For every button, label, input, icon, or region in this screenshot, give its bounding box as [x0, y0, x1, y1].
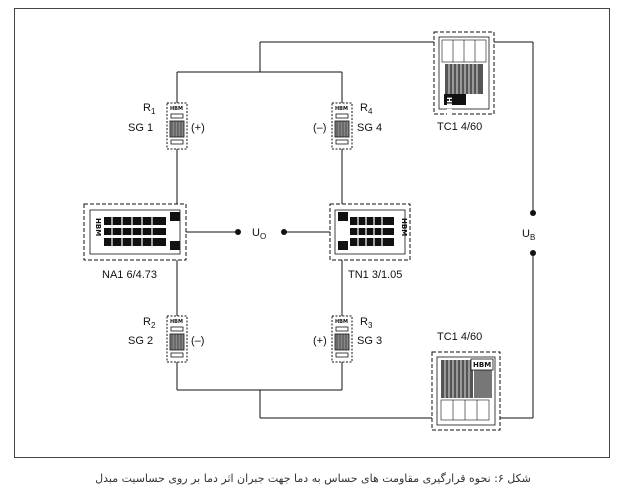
wires [176, 41, 534, 419]
uo-terminal-left [235, 229, 241, 235]
strain-gauge-r4: HBM [331, 102, 353, 150]
tc1-top-element: HBM [433, 31, 495, 115]
strain-gauge-r1: HBM [166, 102, 188, 150]
tn1-brand-text: HBM [400, 218, 408, 236]
label-sg1: SG 1 [128, 122, 153, 134]
tc1-bottom-element: HBM [431, 351, 501, 431]
label-sg4-sign: (–) [313, 122, 326, 134]
tc1-top-brand-text: HBM [445, 97, 453, 115]
uo-terminal-right [281, 229, 287, 235]
label-r2: R2 [143, 316, 156, 330]
r1-brand-text: HBM [170, 106, 183, 112]
r4-brand-text: HBM [335, 106, 348, 112]
r3-brand-text: HBM [335, 319, 348, 325]
ub-terminal-top [530, 210, 536, 216]
figure-frame [14, 8, 610, 458]
r2-brand-text: HBM [170, 319, 183, 325]
label-r1: R1 [143, 102, 156, 116]
strain-gauge-r3: HBM [331, 315, 353, 363]
label-uo: UO [252, 227, 266, 241]
label-tc1-top: TC1 4/60 [437, 121, 482, 133]
terminals [235, 210, 536, 256]
strain-gauge-r2: HBM [166, 315, 188, 363]
figure-caption: شکل ۶: نحوه قرارگیری مقاومت های حساس به … [95, 472, 531, 485]
label-r4: R4 [360, 102, 373, 116]
label-sg3: SG 3 [357, 335, 382, 347]
label-sg2-sign: (–) [191, 335, 204, 347]
label-ub: UB [522, 228, 535, 242]
ub-terminal-bottom [530, 250, 536, 256]
label-sg4: SG 4 [357, 122, 382, 134]
na1-brand-text: HBM [94, 218, 102, 236]
label-na1: NA1 6/4.73 [102, 269, 157, 281]
na1-compensation-element: HBM [83, 203, 187, 261]
label-tn1: TN1 3/1.05 [348, 269, 402, 281]
tc1-bottom-brand-text: HBM [473, 361, 491, 369]
label-sg2: SG 2 [128, 335, 153, 347]
label-r3: R3 [360, 316, 373, 330]
tn1-compensation-element: HBM [329, 203, 411, 261]
bridge-circuit-diagram: HBM HBM HBM HBM [83, 31, 536, 431]
label-sg3-sign: (+) [313, 335, 327, 347]
label-tc1-bottom: TC1 4/60 [437, 331, 482, 343]
label-sg1-sign: (+) [191, 122, 205, 134]
